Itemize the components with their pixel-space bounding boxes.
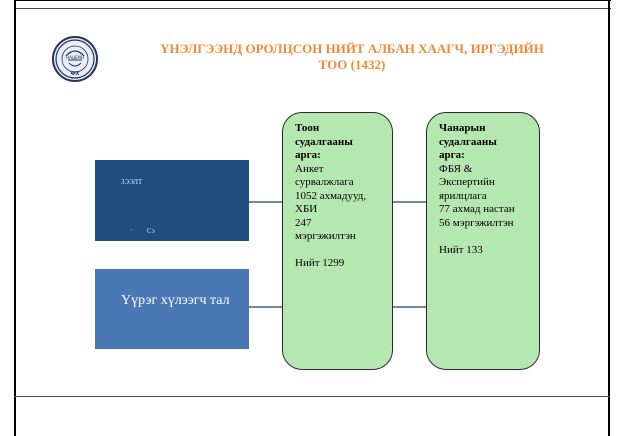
quantitative-total: Нийт 1299 [295, 257, 345, 269]
quantitative-line-2: сурвалжлага [295, 176, 354, 188]
quantitative-title-3: арга: [295, 149, 321, 161]
slide-title: ҮНЭЛГЭЭНД ОРОЛЦСОН НИЙТ АЛБАН ХААГЧ, ИРГ… [122, 41, 582, 73]
quantitative-title-2: судалгааны [295, 135, 353, 148]
frame-top-line-2 [14, 8, 611, 9]
connector-top-middle [393, 201, 427, 203]
qualitative-title-2: судалгааны [439, 135, 497, 148]
qualitative-line-3: ярилцлага [439, 189, 487, 202]
stakeholder-box-dark: ЗЭЭЛТ · Сэ [95, 160, 249, 241]
quantitative-title-1: Тоон [295, 122, 320, 134]
title-line-2: ТОО (1432) [318, 57, 386, 72]
qualitative-line-4: 77 ахмад настан [439, 203, 515, 215]
qualitative-line-2: Экспертийн [439, 176, 495, 188]
dark-box-text-2: Сэ [147, 227, 155, 235]
duty-bearer-label: Үүрэг хүлээгч тал [121, 293, 230, 308]
duty-bearer-box: Үүрэг хүлээгч тал [95, 269, 249, 349]
dark-box-text-1: ЗЭЭЛТ [121, 178, 143, 186]
quantitative-line-5: 247 [295, 216, 312, 229]
connector-bottom-middle [393, 306, 427, 308]
qualitative-title-1: Чанарын [439, 122, 486, 134]
svg-text:ФХ: ФХ [71, 71, 80, 77]
quantitative-line-4: ХБИ [295, 203, 318, 215]
dark-box-bullet: · [130, 226, 133, 234]
frame-right-line [608, 0, 610, 436]
connector-top-left [249, 201, 283, 203]
title-line-1: ҮНЭЛГЭЭНД ОРОЛЦСОН НИЙТ АЛБАН ХААГЧ, ИРГ… [160, 41, 544, 56]
qualitative-line-1: ФБЯ & [439, 162, 473, 175]
qualitative-title-3: арга: [439, 149, 465, 161]
connector-bottom-left [249, 306, 283, 308]
quantitative-line-6: мэргэжилтэн [295, 230, 356, 242]
frame-left-line [14, 0, 16, 436]
quantitative-method-box: Тоон судалгааны арга: Анкет сурвалжлага … [282, 112, 393, 370]
quantitative-line-1: Анкет [295, 162, 324, 175]
qualitative-method-box: Чанарын судалгааны арга: ФБЯ & Экспертий… [426, 112, 540, 370]
qualitative-line-5: 56 мэргэжилтэн [439, 216, 514, 229]
frame-bottom-line [14, 396, 610, 397]
svg-text:НАЦЕМН: НАЦЕМН [66, 55, 84, 60]
emblem-seal-icon: НАЦЕМН ФХ [52, 36, 98, 82]
qualitative-total: Нийт 133 [439, 243, 483, 256]
quantitative-line-3: 1052 ахмадууд, [295, 189, 367, 202]
frame-top-line [14, 0, 611, 1]
